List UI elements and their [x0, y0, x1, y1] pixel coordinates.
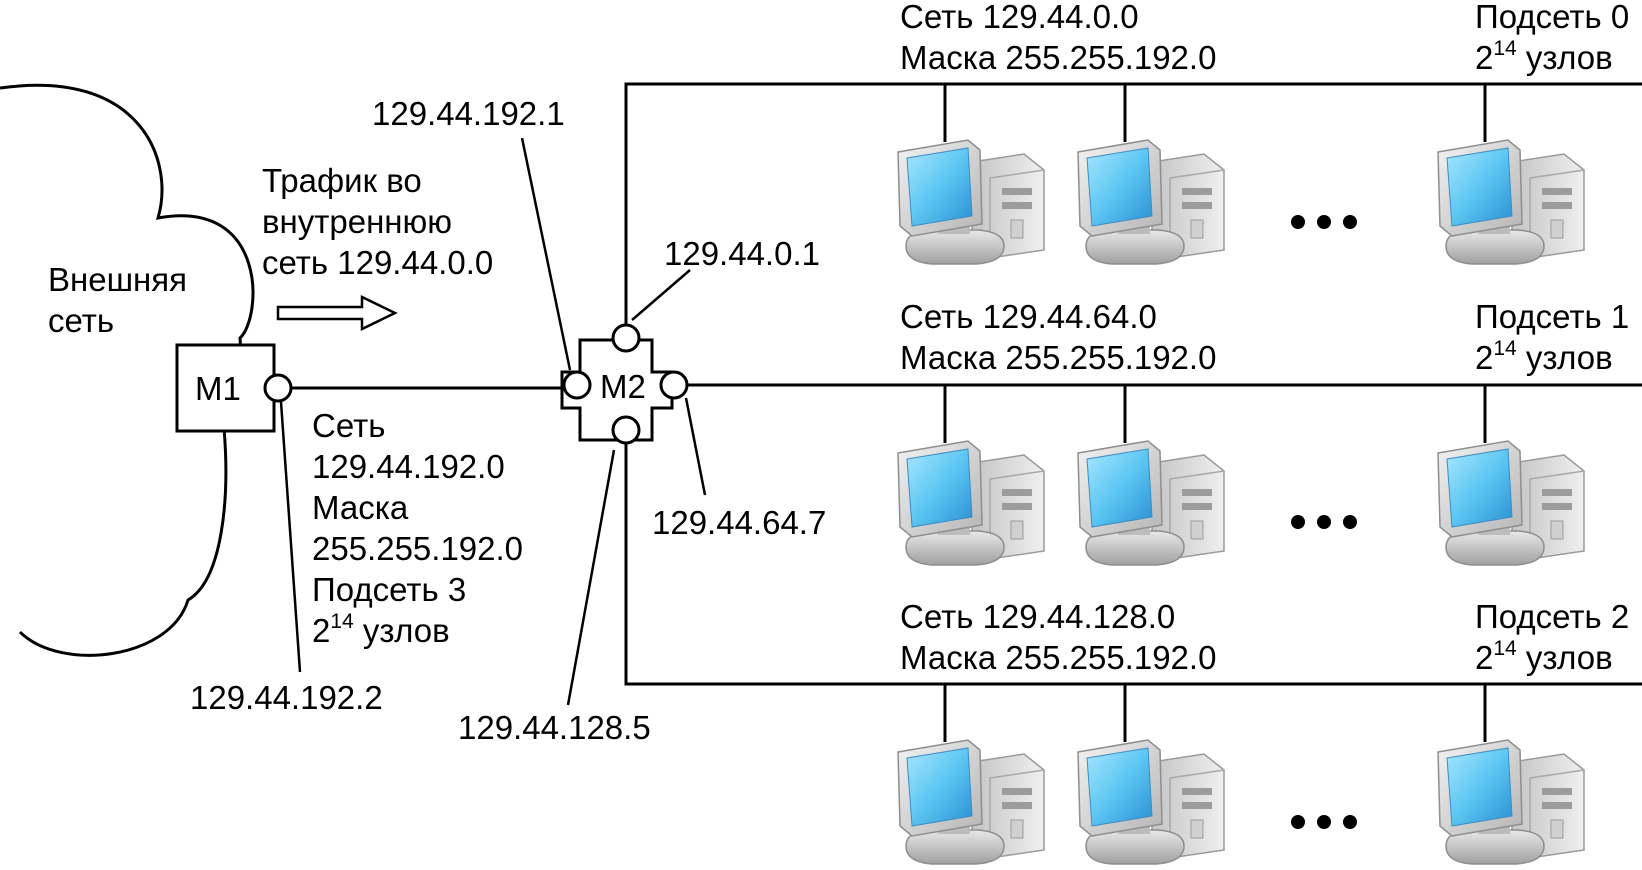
ip-m1-port: 129.44.192.2	[190, 679, 383, 716]
router-m2-box	[560, 338, 674, 442]
link-mask-address: 255.255.192.0	[312, 530, 524, 567]
external-network-label: Внешняя сеть	[48, 259, 187, 341]
desktop-computer-icon	[1077, 739, 1225, 865]
subnet-0-node-count: 214 узлов	[1475, 37, 1613, 76]
desktop-computer-icon	[897, 139, 1045, 265]
external-line-1: Внешняя	[48, 261, 188, 298]
link-mask-word: Маска	[312, 489, 409, 526]
m2-port-right	[659, 370, 689, 400]
subnet-0-info: Подсеть 0 214 узлов	[1475, 0, 1629, 78]
subnet-0-name: Подсеть 0	[1475, 0, 1630, 35]
traffic-line-3: сеть 129.44.0.0	[262, 244, 494, 281]
desktop-computer-icon	[897, 440, 1045, 566]
m2-port-left	[562, 370, 592, 400]
m1-port	[263, 373, 293, 403]
m2-port-top	[611, 323, 641, 353]
ip-m2-top: 129.44.0.1	[664, 235, 820, 272]
subnet-1-net-label: Сеть 129.44.64.0 Маска 255.255.192.0	[900, 296, 1216, 378]
desktop-computer-icon	[1077, 139, 1225, 265]
subnet-2-net-label: Сеть 129.44.128.0 Маска 255.255.192.0	[900, 596, 1216, 678]
link-net-address: 129.44.192.0	[312, 448, 505, 485]
router-m1-label: М1	[195, 370, 241, 407]
subnet-2-net: Сеть 129.44.128.0	[900, 598, 1176, 635]
ip-m2-bottom: 129.44.128.5	[458, 709, 651, 746]
desktop-computer-icon	[1077, 440, 1225, 566]
link-network-label: Сеть 129.44.192.0 Маска 255.255.192.0 По…	[312, 405, 523, 651]
link-node-count: 214 узлов	[312, 610, 450, 649]
subnet-1-name: Подсеть 1	[1475, 298, 1630, 335]
traffic-line-2: внутреннюю	[262, 203, 453, 240]
subnet-1-info: Подсеть 1 214 узлов	[1475, 296, 1629, 378]
subnet-0-net-label: Сеть 129.44.0.0 Маска 255.255.192.0	[900, 0, 1216, 78]
ip-m2-right: 129.44.64.7	[652, 504, 827, 541]
traffic-label: Трафик во внутреннюю сеть 129.44.0.0	[262, 160, 493, 283]
hollow-right-arrow-icon	[276, 295, 398, 331]
link-net-word: Сеть	[312, 407, 386, 444]
ellipsis-dots-icon	[1291, 215, 1357, 829]
desktop-computer-icon	[1437, 739, 1585, 865]
subnet-1-net: Сеть 129.44.64.0	[900, 298, 1157, 335]
m2-port-bottom	[611, 415, 641, 445]
subnet-0-mask: Маска 255.255.192.0	[900, 39, 1217, 76]
subnet-1-node-count: 214 узлов	[1475, 337, 1613, 376]
traffic-line-1: Трафик во	[262, 162, 422, 199]
desktop-computer-icon	[1437, 440, 1585, 566]
subnet-2-info: Подсеть 2 214 узлов	[1475, 596, 1629, 678]
link-subnet-name: Подсеть 3	[312, 571, 467, 608]
desktop-computer-icon	[897, 739, 1045, 865]
subnet-2-node-count: 214 узлов	[1475, 637, 1613, 676]
subnet-1-mask: Маска 255.255.192.0	[900, 339, 1217, 376]
desktop-computer-icon	[1437, 139, 1585, 265]
subnet-2-mask: Маска 255.255.192.0	[900, 639, 1217, 676]
external-line-2: сеть	[48, 302, 115, 339]
router-m2-label: М2	[600, 368, 646, 405]
subnet-2-name: Подсеть 2	[1475, 598, 1630, 635]
ip-m2-left: 129.44.192.1	[372, 95, 565, 132]
subnet-0-net: Сеть 129.44.0.0	[900, 0, 1139, 35]
